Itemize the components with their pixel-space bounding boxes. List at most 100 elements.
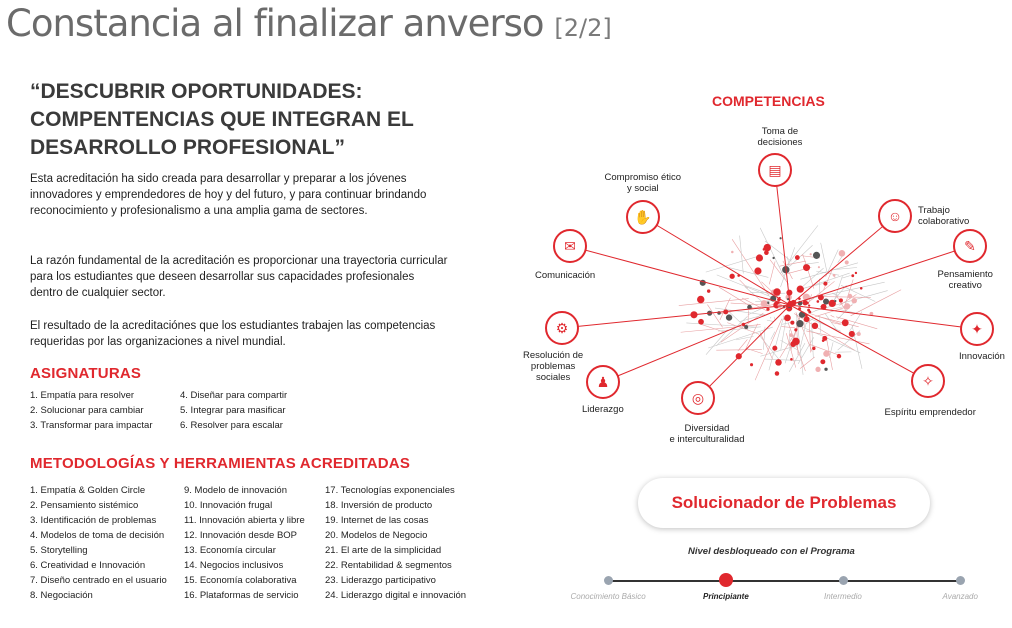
network-dot xyxy=(731,250,734,254)
network-dot xyxy=(772,256,775,260)
network-line xyxy=(707,304,723,328)
list-item: 14. Negocios inclusivos xyxy=(184,560,284,571)
network-line xyxy=(823,267,834,290)
network-line xyxy=(779,322,802,359)
level-track xyxy=(608,580,960,582)
network-dot xyxy=(725,314,733,321)
list-item: 3. Identificación de problemas xyxy=(30,515,157,526)
list-item: 1. Empatía para resolver xyxy=(30,390,135,401)
network-dot xyxy=(779,237,782,240)
network-line xyxy=(769,316,772,319)
network-line xyxy=(836,316,878,330)
network-line xyxy=(705,329,728,355)
network-line xyxy=(768,315,785,371)
network-line xyxy=(779,260,807,267)
network-dot xyxy=(796,320,804,328)
connector-line xyxy=(774,169,791,306)
network-line xyxy=(830,315,835,318)
network-line xyxy=(780,315,787,351)
network-line xyxy=(798,325,861,354)
list-item: 15. Economía colaborativa xyxy=(184,575,297,586)
network-line xyxy=(719,297,731,321)
network-line xyxy=(716,316,748,347)
network-line xyxy=(716,274,776,299)
network-line xyxy=(840,285,876,302)
network-line xyxy=(736,336,754,341)
network-dot xyxy=(812,251,821,259)
network-line xyxy=(754,318,783,381)
network-dot xyxy=(811,322,819,330)
network-line xyxy=(820,242,828,271)
network-dot xyxy=(755,254,764,262)
network-dot xyxy=(821,339,825,342)
network-dot xyxy=(824,367,828,371)
network-dot xyxy=(766,307,770,311)
level-label: Conocimiento Básico xyxy=(570,592,646,601)
network-line xyxy=(759,227,787,281)
speech-bubbles-icon: ✉ xyxy=(553,229,587,263)
network-line xyxy=(850,289,902,317)
list-item: 1. Empatía & Golden Circle xyxy=(30,485,146,496)
network-dot xyxy=(706,289,711,293)
network-line xyxy=(717,326,761,332)
network-line xyxy=(739,235,744,274)
list-item: 9. Modelo de innovación xyxy=(184,485,287,496)
list-item: 19. Internet de las cosas xyxy=(325,515,429,526)
list-item: 10. Innovación frugal xyxy=(184,500,273,511)
asignaturas-list-2: 4. Diseñar para compartir 5. Integrar pa… xyxy=(180,388,287,433)
network-line xyxy=(844,279,854,308)
team-icon: ☺ xyxy=(878,199,912,233)
network-line xyxy=(825,313,837,330)
slide-title-main: Constancia al finalizar anverso xyxy=(6,2,545,45)
list-item: 11. Innovación abierta y libre xyxy=(184,515,305,526)
network-dot xyxy=(790,320,795,325)
head-idea-icon: ✧ xyxy=(911,364,945,398)
network-line xyxy=(788,343,806,373)
network-dot xyxy=(869,311,874,316)
level-label: Principiante xyxy=(703,592,749,601)
network-line xyxy=(811,322,814,359)
people-icon: ♟ xyxy=(586,365,620,399)
competencia-label: Innovación xyxy=(959,351,1005,362)
network-dot xyxy=(859,286,863,290)
network-dot xyxy=(823,350,830,357)
network-dot xyxy=(828,299,836,308)
globe-icon: ◎ xyxy=(681,381,715,415)
level-badge: Solucionador de Problemas xyxy=(638,478,930,528)
network-line xyxy=(805,317,814,325)
list-item: 22. Rentabilidad & segmentos xyxy=(325,560,452,571)
network-line xyxy=(808,312,842,325)
network-line xyxy=(708,326,773,349)
network-dot xyxy=(789,333,793,337)
network-dot xyxy=(844,260,849,265)
network-dot xyxy=(773,288,781,296)
metodologias-title: METODOLOGÍAS Y HERRAMIENTAS ACREDITADAS xyxy=(30,455,411,472)
list-item: 6. Creatividad e Innovación xyxy=(30,560,146,571)
network-dot xyxy=(848,330,855,338)
network-line xyxy=(799,356,815,369)
network-line xyxy=(766,319,774,322)
list-item: 4. Diseñar para compartir xyxy=(180,390,288,401)
network-dot xyxy=(854,271,858,275)
network-line xyxy=(797,337,815,365)
network-dot xyxy=(754,267,762,275)
network-dot xyxy=(812,346,816,351)
connector-line xyxy=(602,304,791,383)
unlock-text: Nivel desbloqueado con el Programa xyxy=(688,546,855,557)
level-dot xyxy=(955,576,965,585)
network-line xyxy=(825,249,839,278)
metodologias-list-2: 9. Modelo de innovación 10. Innovación f… xyxy=(184,483,305,603)
network-line xyxy=(768,300,770,302)
paragraph-2: La razón fundamental de la acreditación … xyxy=(30,255,448,299)
connector-line xyxy=(789,304,978,330)
network-dot xyxy=(784,314,791,322)
network-line xyxy=(830,267,858,271)
head-gears-icon: ⚙ xyxy=(545,311,579,345)
network-line xyxy=(731,239,770,296)
network-line xyxy=(806,330,870,345)
network-line xyxy=(800,322,807,347)
connector-line xyxy=(789,245,971,306)
